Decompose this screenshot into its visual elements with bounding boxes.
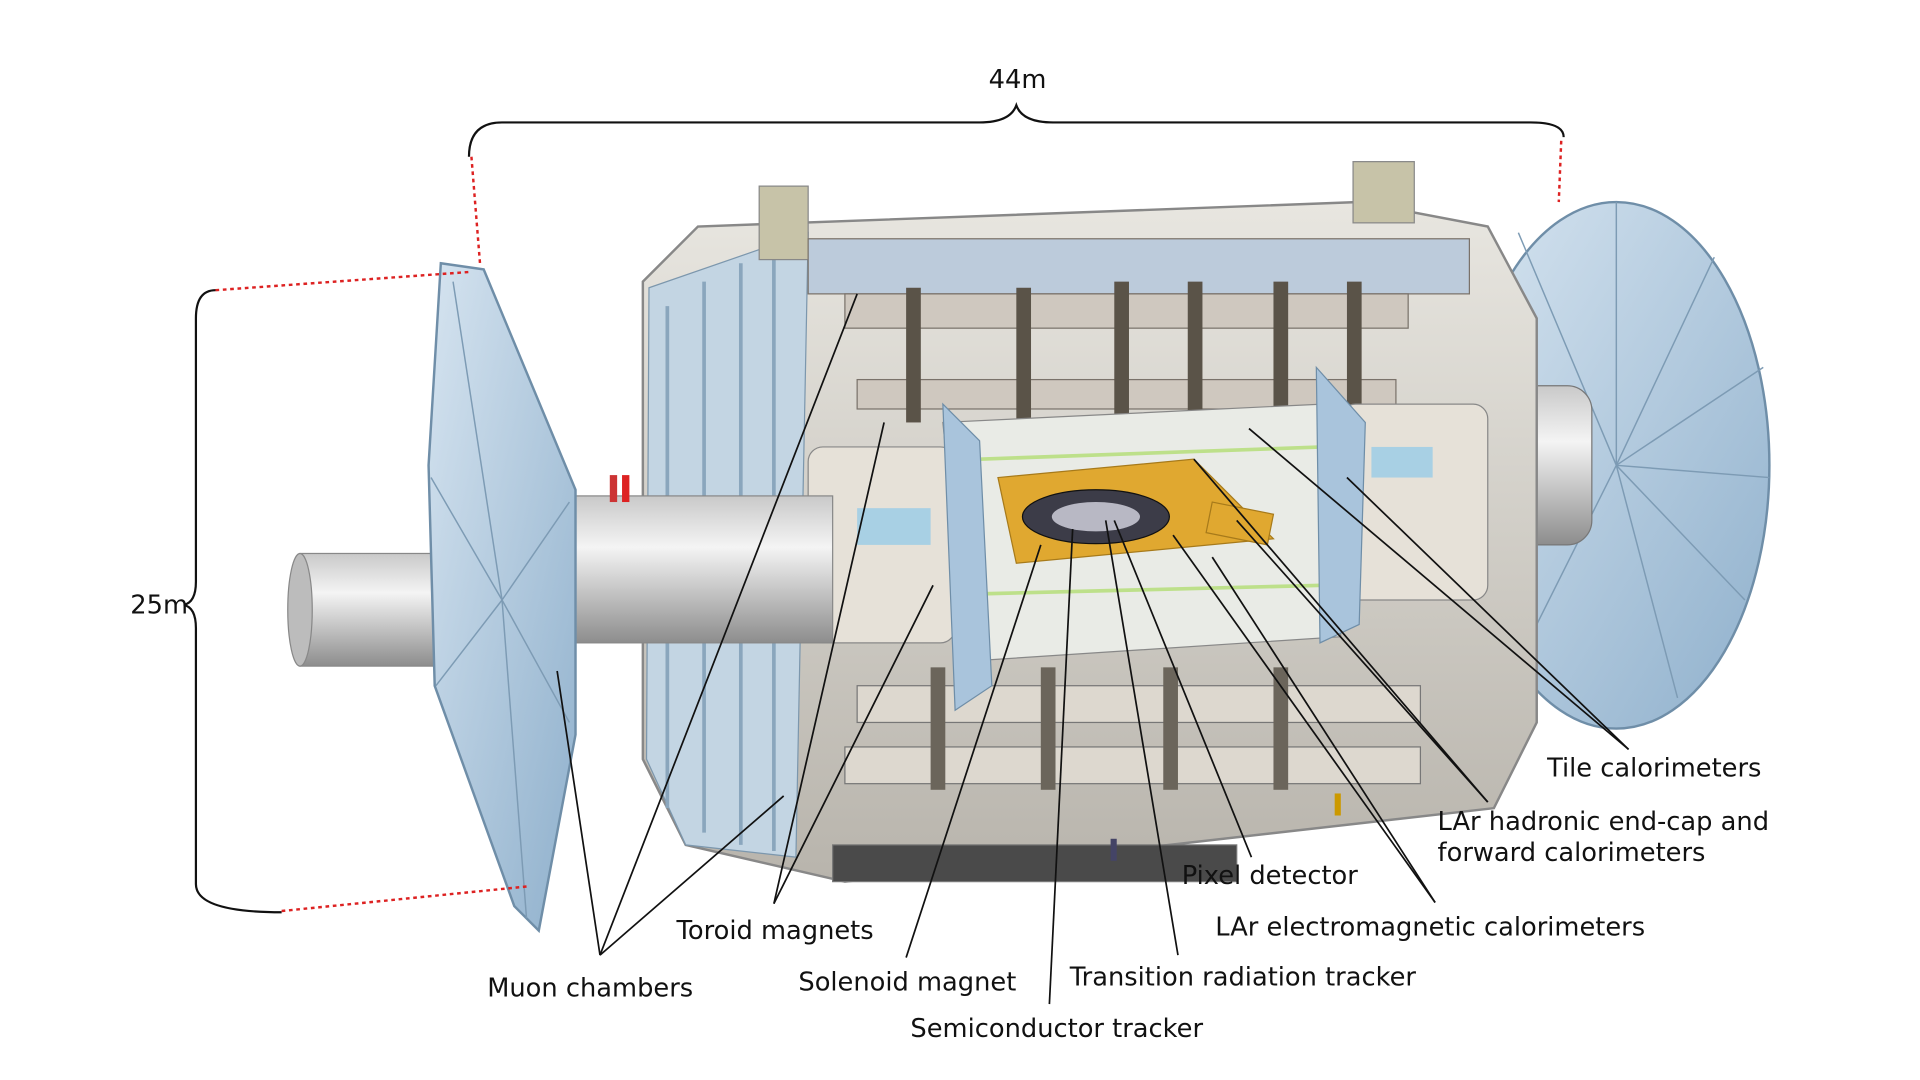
height-label: 25m bbox=[130, 590, 188, 620]
label-pixel-detector: Pixel detector bbox=[1182, 861, 1359, 891]
label-semiconductor-tracker: Semiconductor tracker bbox=[910, 1014, 1203, 1044]
detector-illustration bbox=[287, 161, 1771, 934]
people-scale bbox=[609, 475, 1341, 861]
left-endcap-wheel bbox=[427, 261, 577, 934]
height-dimension: 25m bbox=[130, 270, 527, 914]
length-dimension: 44m bbox=[467, 65, 1565, 264]
label-lar-hadronic-line1: LAr hadronic end-cap and bbox=[1438, 807, 1769, 837]
length-label: 44m bbox=[989, 65, 1047, 95]
label-toroid-magnets: Toroid magnets bbox=[676, 916, 874, 946]
label-tile-calorimeters: Tile calorimeters bbox=[1546, 753, 1761, 783]
label-muon-chambers: Muon chambers bbox=[487, 974, 693, 1004]
label-solenoid-magnet: Solenoid magnet bbox=[798, 968, 1016, 998]
label-lar-em-calorimeters: LAr electromagnetic calorimeters bbox=[1215, 913, 1645, 943]
label-lar-hadronic-line2: forward calorimeters bbox=[1438, 838, 1706, 868]
leader-lines bbox=[556, 293, 1630, 1005]
label-transition-radiation-tracker: Transition radiation tracker bbox=[1069, 963, 1417, 993]
